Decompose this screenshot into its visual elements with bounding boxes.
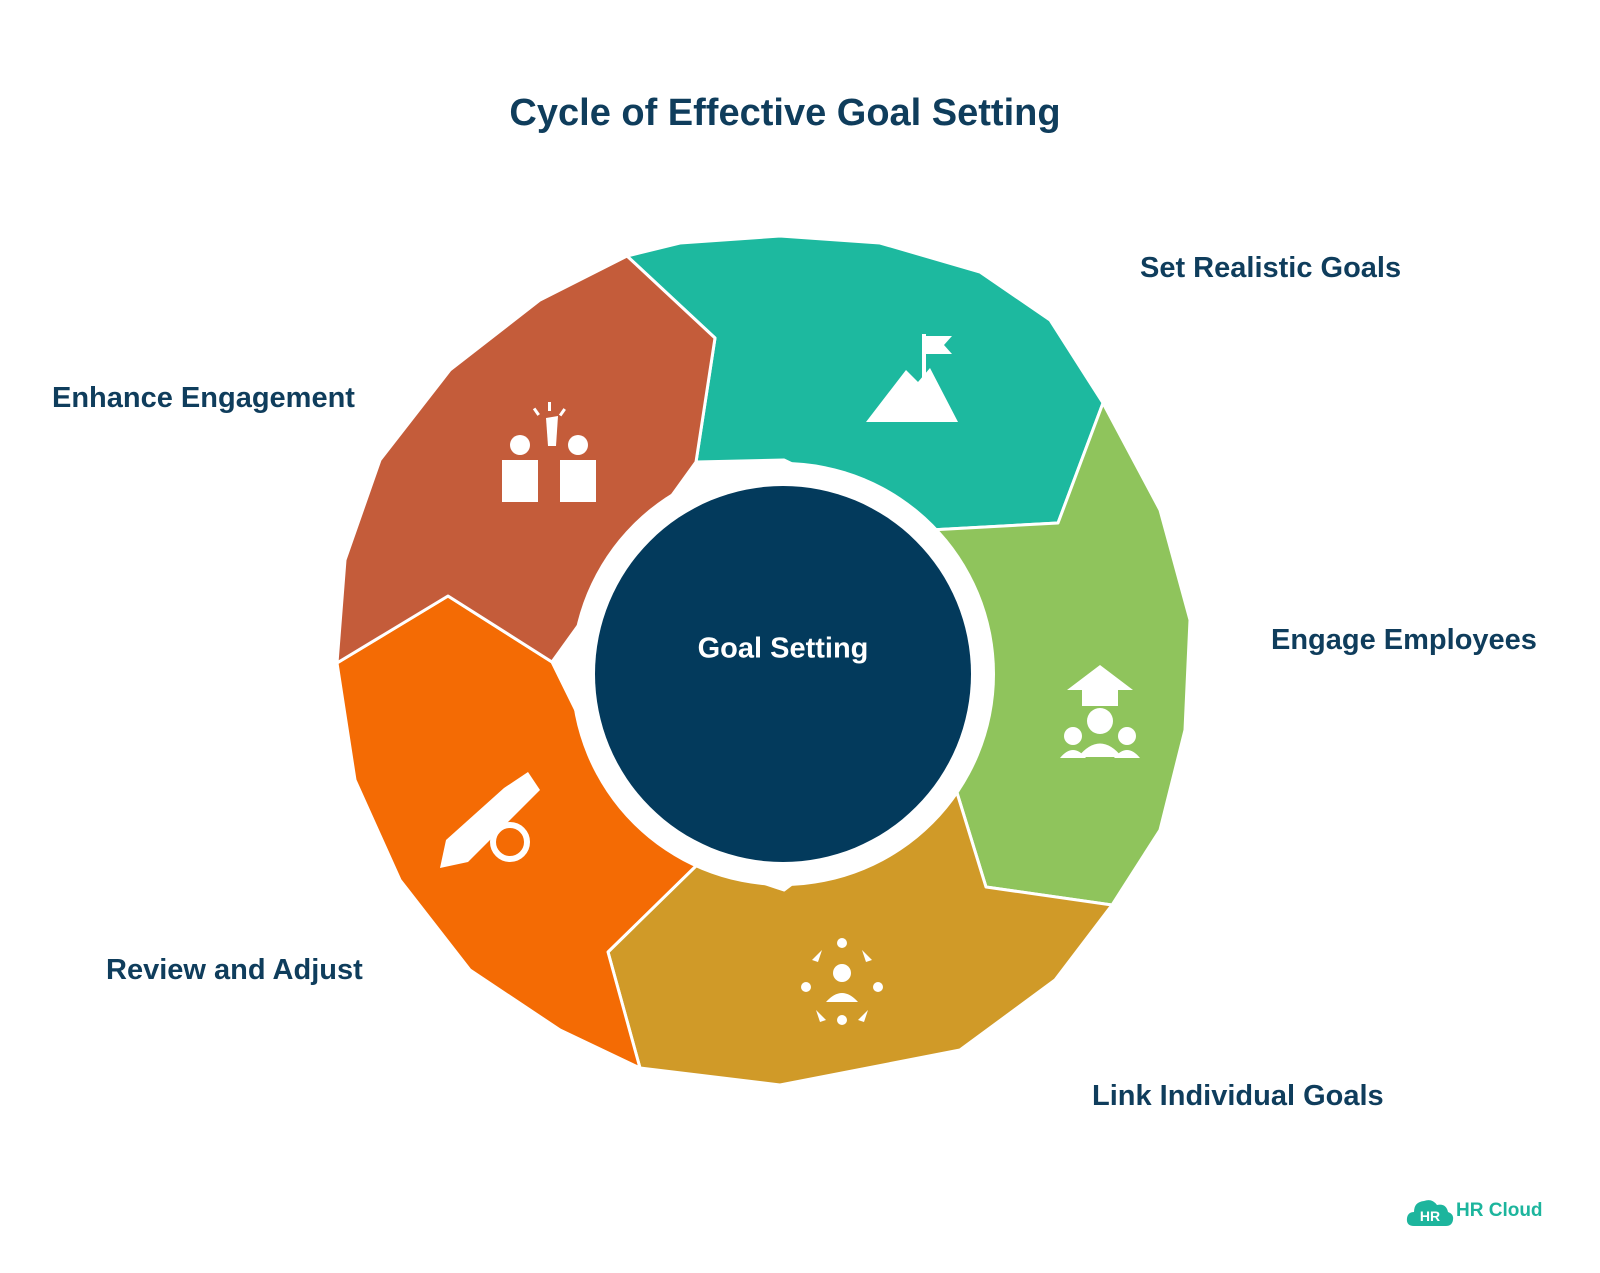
segment-label-set-realistic-goals: Set Realistic Goals (1140, 252, 1402, 284)
cloud-badge-icon: HR (1406, 1200, 1454, 1226)
hr-cloud-logo: HR HR Cloud (1406, 1192, 1556, 1232)
segment-label-engage-employees: Engage Employees (1271, 624, 1537, 656)
segment-label-review-and-adjust: Review and Adjust (106, 954, 363, 986)
center-circle (595, 486, 971, 862)
logo-badge-text: HR (1420, 1208, 1440, 1224)
employee-growth-icon (1060, 665, 1140, 758)
mountain-flag-icon (866, 334, 958, 422)
pencil-refresh-icon (440, 772, 540, 868)
high-five-icon (502, 402, 596, 502)
segment-label-enhance-engagement: Enhance Engagement (52, 382, 355, 414)
diagram-title: Cycle of Effective Goal Setting (509, 92, 1061, 134)
segment-label-link-individual-goals: Link Individual Goals (1092, 1080, 1384, 1112)
center-label: Goal Setting (698, 633, 869, 665)
team-network-icon (801, 938, 883, 1025)
logo-text: HR Cloud (1456, 1200, 1543, 1221)
